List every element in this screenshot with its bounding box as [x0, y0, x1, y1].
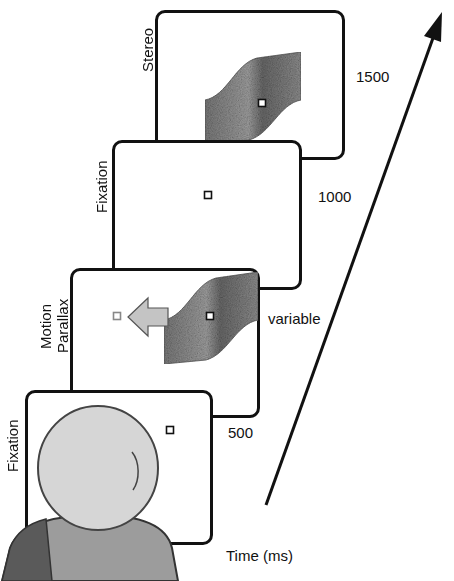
axis-label: Time (ms)	[226, 547, 293, 564]
phase-label: Fixation	[93, 147, 110, 227]
duration-label: 1000	[318, 188, 351, 205]
screen-frame: Fixation500	[25, 390, 213, 545]
phase-label: Stereo	[139, 15, 156, 85]
phase-label: Motion Parallax	[37, 287, 71, 365]
screen-frame: Stereo1500	[155, 10, 345, 160]
duration-label: variable	[268, 310, 321, 327]
time-arrow-head	[424, 12, 442, 42]
duration-label: 1500	[356, 68, 389, 85]
phase-label: Fixation	[4, 406, 21, 486]
duration-label: 500	[228, 424, 253, 441]
